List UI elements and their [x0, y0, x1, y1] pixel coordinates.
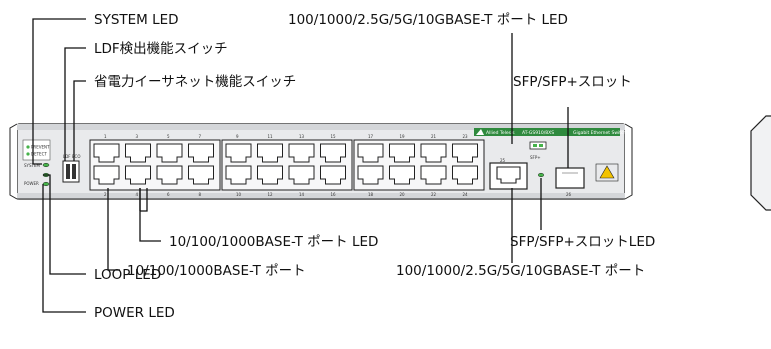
port-number-top: 21: [431, 134, 437, 139]
power-led: [42, 181, 50, 187]
multigig-port-number: 25: [500, 158, 506, 163]
model-name: AT-GS910/8XS: [522, 130, 554, 136]
port-number-bottom: 14: [299, 192, 305, 197]
port-number-top: 23: [463, 134, 469, 139]
port-number-bottom: 4: [136, 192, 139, 197]
ldf-switch-callout: LDF検出機能スイッチ: [94, 41, 228, 57]
brand-bar: Allied Telesis AT-GS910/8XS Gigabit Ethe…: [474, 128, 626, 136]
copper-port[interactable]: [420, 165, 447, 185]
sfp-led: [537, 172, 545, 178]
copper-port[interactable]: [389, 143, 415, 163]
port-number-bottom: 16: [331, 192, 337, 197]
port-number-bottom: 6: [167, 192, 170, 197]
copper-port[interactable]: [93, 165, 120, 185]
copper-port[interactable]: [125, 143, 151, 163]
copper-port[interactable]: [188, 143, 214, 163]
port-number-top: 3: [136, 134, 139, 139]
eco-switch-callout: 省電力イーサネット機能スイッチ: [94, 74, 296, 90]
eco-switch[interactable]: [72, 164, 76, 179]
sfp-slot[interactable]: [555, 167, 585, 189]
port-number-bottom: 24: [463, 192, 469, 197]
port-number-bottom: 20: [400, 192, 406, 197]
power-led-callout: POWER LED: [94, 305, 175, 321]
laser-warning-icon: [599, 165, 615, 179]
multigig-port-group: 25: [489, 141, 547, 190]
multigig-led-callout: 100/1000/2.5G/5G/10GBASE-T ポート LED: [288, 12, 568, 28]
sfp-label: SFP+: [530, 155, 541, 160]
partial-device-outline: [750, 115, 771, 211]
copper-port[interactable]: [357, 143, 384, 163]
copper-port[interactable]: [156, 143, 183, 163]
leader-lines: [32, 18, 569, 313]
power-label: POWER: [24, 181, 39, 186]
copper-port[interactable]: [225, 143, 252, 163]
copper-port[interactable]: [288, 165, 315, 185]
ldf-switch[interactable]: [66, 164, 70, 179]
copper-port[interactable]: [93, 143, 120, 163]
sfp-port-number: 26: [566, 192, 572, 197]
copper-port[interactable]: [125, 165, 151, 185]
port-number-top: 9: [236, 134, 239, 139]
copper-port[interactable]: [452, 165, 478, 185]
port-number-top: 5: [167, 134, 170, 139]
loop-led-callout: LOOP LED: [94, 267, 161, 283]
port-number-bottom: 8: [199, 192, 202, 197]
prevent-label: PREVENT: [31, 145, 50, 150]
system-label: SYSTEM: [24, 163, 40, 168]
sfp-slot-group: SFP+ 26: [530, 155, 619, 197]
copper-port[interactable]: [357, 165, 384, 185]
system-led: [42, 162, 50, 168]
copper-port[interactable]: [288, 143, 315, 163]
multigig-port-callout: 100/1000/2.5G/5G/10GBASE-T ポート: [396, 263, 645, 279]
system-led-callout: SYSTEM LED: [94, 12, 179, 28]
copper-port[interactable]: [452, 143, 478, 163]
copper-port[interactable]: [225, 165, 252, 185]
callout-labels: SYSTEM LED LDF検出機能スイッチ 省電力イーサネット機能スイッチ 1…: [94, 12, 655, 321]
copper-port[interactable]: [320, 165, 346, 185]
eco-label: ECO: [72, 154, 80, 159]
port-number-top: 13: [299, 134, 305, 139]
port-number-top: 11: [268, 134, 274, 139]
port-number-top: 1: [104, 134, 107, 139]
port-number-bottom: 12: [268, 192, 274, 197]
copper-port[interactable]: [320, 143, 346, 163]
detect-label: DETECT: [31, 152, 47, 157]
banner-text: Gigabit Ethernet Switch: [573, 130, 626, 136]
dip-switch-block[interactable]: [62, 160, 80, 183]
copper-port[interactable]: [156, 165, 183, 185]
sfp-slot-callout: SFP/SFP+スロット: [513, 74, 632, 90]
multigig-port-led: [529, 141, 547, 150]
copper-port-callout: 10/100/1000BASE-T ポート: [127, 263, 306, 279]
port-number-top: 19: [400, 134, 406, 139]
port-number-bottom: 10: [236, 192, 242, 197]
brand-logo-text: Allied Telesis: [486, 130, 515, 136]
copper-port[interactable]: [188, 165, 214, 185]
port-number-top: 17: [368, 134, 374, 139]
ldf-label: LDF: [63, 154, 71, 159]
copper-port[interactable]: [257, 143, 283, 163]
port-number-top: 15: [331, 134, 337, 139]
port-number-bottom: 2: [104, 192, 107, 197]
sfp-led-callout: SFP/SFP+スロットLED: [510, 234, 655, 250]
copper-led-callout: 10/100/1000BASE-T ポート LED: [169, 234, 378, 250]
port-number-bottom: 18: [368, 192, 374, 197]
port-number-bottom: 22: [431, 192, 437, 197]
copper-port[interactable]: [420, 143, 447, 163]
copper-port[interactable]: [389, 165, 415, 185]
copper-port[interactable]: [257, 165, 283, 185]
port-number-top: 7: [199, 134, 202, 139]
dip-switches[interactable]: LDF ECO: [62, 154, 80, 183]
